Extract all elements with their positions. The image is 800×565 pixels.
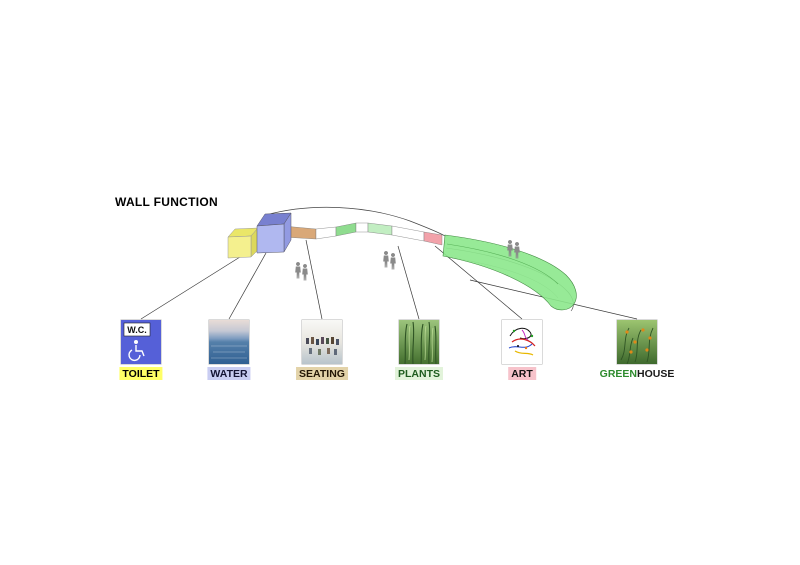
greenhouse-photo — [617, 320, 657, 364]
greenhouse-ribbon-inner-line — [446, 243, 559, 285]
fruit-dots — [625, 328, 652, 354]
art-image — [502, 320, 542, 364]
seating-label-text: SEATING — [299, 368, 345, 380]
water-label: WATER — [207, 367, 251, 380]
toilet-cube — [227, 227, 259, 259]
band-white-1 — [315, 226, 337, 240]
greenhouse-ribbon — [442, 234, 577, 311]
toilet-cube-front — [227, 235, 252, 259]
greenhouse-foliage — [617, 320, 657, 364]
person-figure — [383, 251, 389, 268]
art-label-text: ART — [511, 368, 533, 380]
wheelchair-icon — [128, 340, 145, 362]
toilet-wc-sign-image: W.C. — [121, 320, 161, 364]
connector-lines — [140, 239, 638, 320]
wc-text-box — [123, 322, 151, 337]
plants-photo-graphic — [399, 320, 439, 364]
sea-photo-graphic — [209, 320, 249, 364]
function-toilet: W.C. TOILET — [119, 320, 163, 382]
greenhouse-label-text-house: HOUSE — [637, 368, 675, 380]
sea-surface — [209, 320, 249, 364]
wave-lines — [211, 345, 247, 359]
band-white-3 — [391, 225, 425, 242]
connector-toilet — [140, 256, 241, 320]
function-art: ART — [502, 320, 542, 382]
toilet-label: TOILET — [119, 367, 163, 380]
crowd-photo-graphic — [302, 320, 342, 364]
plant-stems — [404, 321, 437, 364]
plant-highlights — [408, 325, 434, 363]
toilet-label-text: TOILET — [122, 368, 160, 380]
plants-label: PLANTS — [395, 367, 443, 380]
plants-segment-light — [367, 222, 393, 236]
paint-splash-dots — [512, 329, 534, 350]
art-segment — [423, 231, 443, 246]
greenhouse-label: GREENHOUSE — [596, 367, 678, 380]
connector-art — [434, 245, 523, 320]
connector-water — [228, 252, 267, 320]
wc-sign-text: W.C. — [127, 325, 147, 335]
wall-band — [282, 222, 443, 246]
paint-splash-strokes — [508, 327, 536, 356]
seating-label: SEATING — [296, 367, 348, 380]
band-white-2 — [355, 222, 369, 233]
function-seating: SEATING — [296, 320, 348, 382]
seating-photo — [302, 320, 342, 364]
water-photo — [209, 320, 249, 364]
person-figure — [390, 253, 396, 270]
greenhouse-photo-graphic — [617, 320, 657, 364]
connector-seating — [305, 239, 323, 320]
greenhouse-ribbon-shape — [442, 234, 577, 311]
art-label: ART — [508, 367, 536, 380]
function-plants: PLANTS — [395, 320, 443, 382]
function-greenhouse: GREENHOUSE — [596, 320, 678, 382]
wc-accessibility-sign: W.C. — [121, 320, 161, 364]
greenhouse-label-text-green: GREEN — [599, 368, 637, 380]
connector-plants — [397, 245, 420, 320]
plants-label-text: PLANTS — [398, 368, 440, 380]
water-label-text: WATER — [210, 368, 248, 380]
person-figure — [295, 262, 301, 279]
paint-splash-graphic — [502, 320, 542, 364]
plants-photo — [399, 320, 439, 364]
water-cube-front — [256, 223, 285, 254]
water-cube — [256, 212, 292, 254]
wall-top-outline — [265, 206, 446, 237]
art-background — [502, 320, 542, 364]
function-water: WATER — [207, 320, 251, 382]
person-figure — [302, 264, 308, 281]
diagram-title: WALL FUNCTION — [115, 195, 218, 209]
seated-people-marks — [306, 337, 339, 355]
plants-segment-dark — [335, 222, 357, 237]
